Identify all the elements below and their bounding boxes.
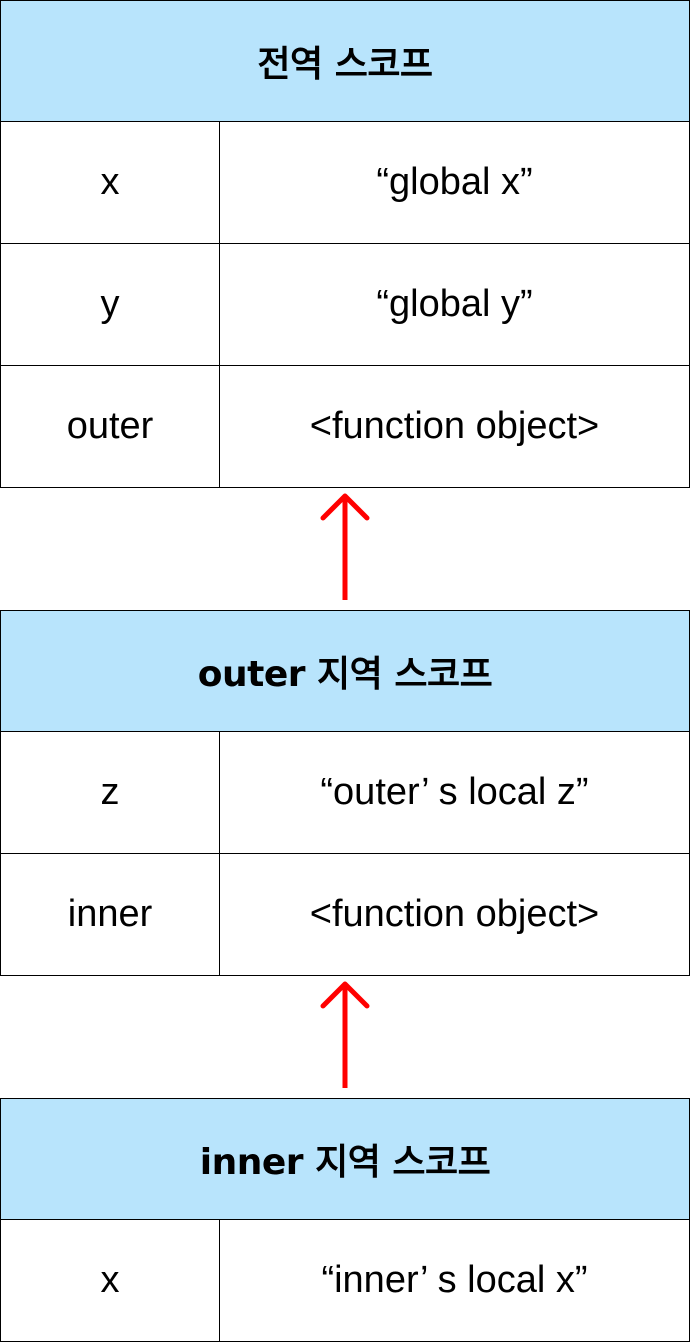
arrow-up-icon: [320, 981, 370, 1088]
variable-value: <function object>: [309, 405, 600, 447]
table-row: y “global y”: [0, 244, 690, 366]
table-row: x “global x”: [0, 122, 690, 244]
variable-value: “global y”: [376, 283, 533, 325]
inner-scope-title: inner 지역 스코프: [199, 1142, 491, 1183]
table-row: z “outer’ s local z”: [0, 732, 690, 854]
variable-name: x: [1, 1220, 220, 1341]
outer-scope-table: outer 지역 스코프 z “outer’ s local z” inner …: [0, 610, 690, 976]
table-row: inner <function object>: [0, 854, 690, 976]
variable-value: “outer’ s local z”: [320, 771, 589, 813]
global-scope-title: 전역 스코프: [257, 44, 433, 85]
variable-value: “inner’ s local x”: [321, 1259, 588, 1301]
variable-name: y: [1, 244, 220, 365]
outer-scope-header: outer 지역 스코프: [0, 610, 690, 732]
variable-name: outer: [1, 366, 220, 487]
variable-value: “global x”: [376, 161, 533, 203]
outer-scope-title: outer 지역 스코프: [197, 654, 493, 695]
variable-name: x: [1, 122, 220, 243]
arrow-up-icon: [320, 493, 370, 600]
variable-name: inner: [1, 854, 220, 975]
inner-scope-header: inner 지역 스코프: [0, 1098, 690, 1220]
variable-value: <function object>: [309, 893, 600, 935]
global-scope-table: 전역 스코프 x “global x” y “global y” outer <…: [0, 0, 690, 488]
global-scope-header: 전역 스코프: [0, 0, 690, 122]
table-row: x “inner’ s local x”: [0, 1220, 690, 1342]
inner-scope-table: inner 지역 스코프 x “inner’ s local x”: [0, 1098, 690, 1342]
table-row: outer <function object>: [0, 366, 690, 488]
variable-name: z: [1, 732, 220, 853]
